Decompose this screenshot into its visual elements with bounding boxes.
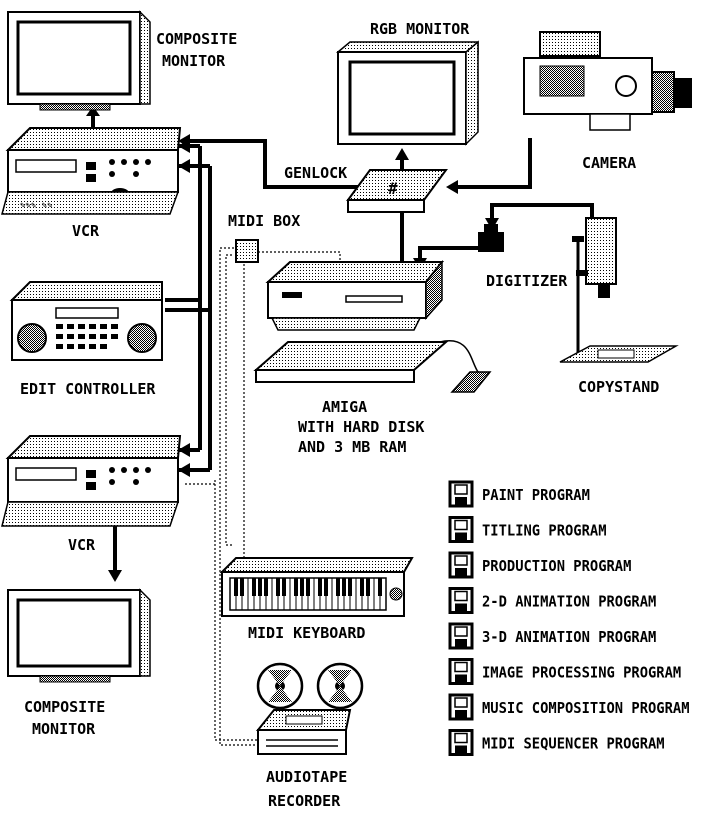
copystand xyxy=(560,218,676,362)
edit-controller xyxy=(12,282,162,360)
software-item: MIDI SEQUENCER PROGRAM xyxy=(450,731,665,755)
floppy-disk-icon xyxy=(450,553,472,577)
floppy-disk-icon xyxy=(450,589,472,613)
floppy-disk-icon xyxy=(450,624,472,648)
amiga-label-3: AND 3 MB RAM xyxy=(298,438,406,456)
audiotape-recorder xyxy=(258,664,362,754)
camera xyxy=(524,32,692,130)
software-item-label: PRODUCTION PROGRAM xyxy=(482,557,631,575)
edit-controller-label: EDIT CONTROLLER xyxy=(20,380,156,398)
software-item: IMAGE PROCESSING PROGRAM xyxy=(450,660,681,684)
vcr-bottom xyxy=(2,436,180,526)
floppy-disk-icon xyxy=(450,518,472,542)
vcr-top-label: VCR xyxy=(72,222,100,240)
software-item-label: 3-D ANIMATION PROGRAM xyxy=(482,628,656,646)
composite-monitor-top-label-2: MONITOR xyxy=(162,52,226,70)
composite-monitor-bottom-label-1: COMPOSITE xyxy=(24,698,105,716)
floppy-disk-icon xyxy=(450,731,472,755)
vcr-top: ✎✎✎ ✎✎ xyxy=(2,128,180,214)
amiga-computer xyxy=(256,262,490,392)
software-item-label: MIDI SEQUENCER PROGRAM xyxy=(482,735,665,753)
midi-keyboard xyxy=(222,558,412,616)
software-item: 2-D ANIMATION PROGRAM xyxy=(450,589,656,613)
midi-box xyxy=(236,240,258,262)
software-list: PAINT PROGRAM TITLING PROGRAM PRODUCTION P… xyxy=(450,482,690,755)
midi-box-label: MIDI BOX xyxy=(228,212,300,230)
software-item-label: PAINT PROGRAM xyxy=(482,486,590,504)
audiotape-label-2: RECORDER xyxy=(268,792,341,810)
composite-monitor-bottom-label-2: MONITOR xyxy=(32,720,96,738)
svg-text:✎✎✎ ✎✎: ✎✎✎ ✎✎ xyxy=(20,201,53,211)
composite-monitor-top xyxy=(8,12,150,110)
audiotape-label-1: AUDIOTAPE xyxy=(266,768,347,786)
genlock-device: # xyxy=(348,170,446,212)
software-item: PRODUCTION PROGRAM xyxy=(450,553,631,577)
software-item-label: 2-D ANIMATION PROGRAM xyxy=(482,593,656,611)
floppy-disk-icon xyxy=(450,482,472,506)
genlock-label: GENLOCK xyxy=(284,164,347,182)
software-item-label: MUSIC COMPOSITION PROGRAM xyxy=(482,699,690,717)
amiga-label-1: AMIGA xyxy=(322,398,367,416)
copystand-label: COPYSTAND xyxy=(578,378,659,396)
composite-monitor-top-label-1: COMPOSITE xyxy=(156,30,237,48)
svg-text:#: # xyxy=(388,179,398,198)
amiga-label-2: WITH HARD DISK xyxy=(298,418,424,436)
rgb-monitor-label: RGB MONITOR xyxy=(370,20,470,38)
software-item: PAINT PROGRAM xyxy=(450,482,590,506)
floppy-disk-icon xyxy=(450,695,472,719)
software-item: TITLING PROGRAM xyxy=(450,518,607,542)
camera-label: CAMERA xyxy=(582,154,636,172)
rgb-monitor xyxy=(338,42,478,144)
digitizer xyxy=(478,224,504,252)
vcr-bottom-label: VCR xyxy=(68,536,96,554)
software-item: 3-D ANIMATION PROGRAM xyxy=(450,624,656,648)
floppy-disk-icon xyxy=(450,660,472,684)
software-item-label: TITLING PROGRAM xyxy=(482,522,607,540)
software-item: MUSIC COMPOSITION PROGRAM xyxy=(450,695,690,719)
software-item-label: IMAGE PROCESSING PROGRAM xyxy=(482,664,681,682)
composite-monitor-bottom xyxy=(8,590,150,682)
midi-keyboard-label: MIDI KEYBOARD xyxy=(248,624,365,642)
digitizer-label: DIGITIZER xyxy=(486,272,568,290)
